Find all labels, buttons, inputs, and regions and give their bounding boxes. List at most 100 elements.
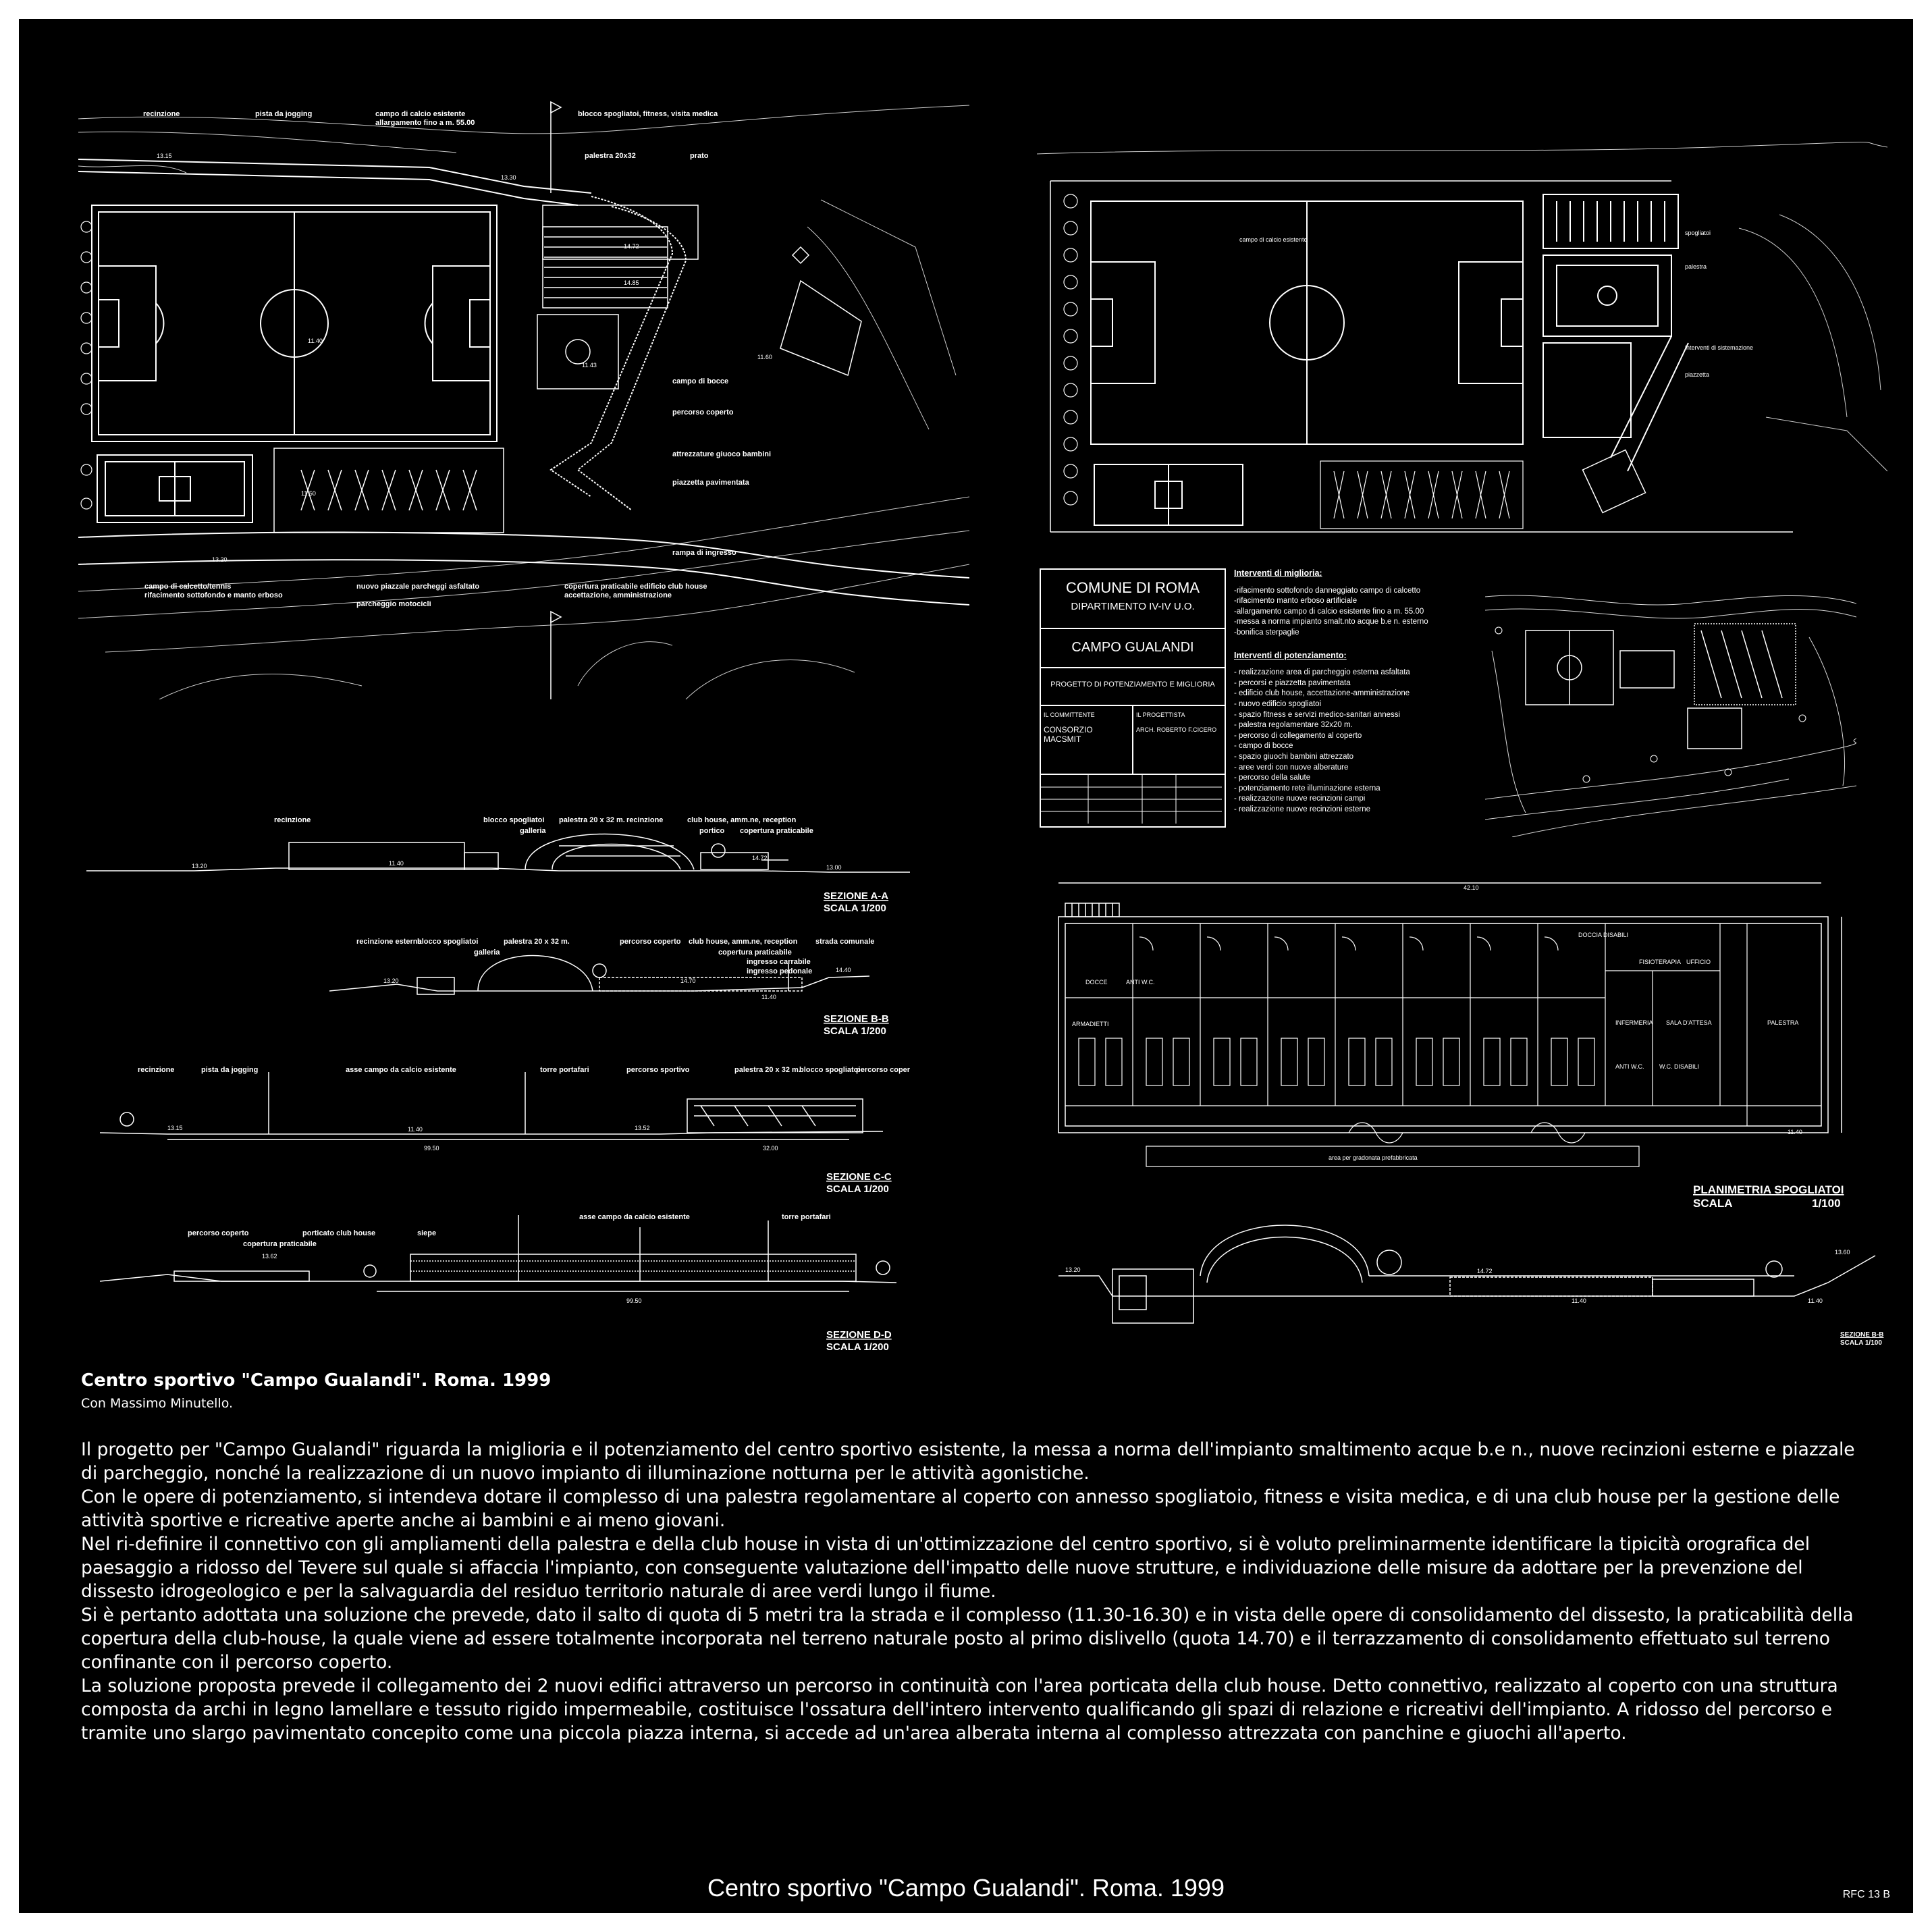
section-height: 13.20 [192,863,207,869]
section-label: porticato club house [302,1229,375,1237]
plan-note: palestra [1685,263,1707,270]
potenziamento-item: - spazio fitness e servizi medico-sanita… [1234,710,1401,719]
section-label: strada comunale [815,938,874,946]
caption-paragraph: Si è pertanto adottata una soluzione che… [81,1605,1854,1673]
site-label: piazzetta pavimentata [672,479,750,487]
miglioria-item: -messa a norma impianto smalt.nto acque … [1234,618,1428,626]
site-label: palestra 20x32 [585,152,636,160]
footer-title: Centro sportivo "Campo Gualandi". Roma. … [707,1874,1225,1902]
potenziamento-item: - realizzazione area di parcheggio ester… [1234,668,1410,677]
section-label: recinzione [138,1066,174,1074]
section-label: recinzione [274,816,311,824]
section-height: 11.40 [408,1126,423,1133]
section-height: 14.72 [1477,1268,1493,1274]
tb-progettista-label: IL PROGETTISTA [1136,712,1185,718]
tb-committente: CONSORZIO MACSMIT [1044,725,1093,744]
potenziamento-item: - percorsi e piazzetta pavimentata [1234,678,1351,687]
site-label: blocco spogliatoi, fitness, visita medic… [578,110,718,118]
locker-plan: 42.10 DOCCE ANTI W.C. ARMADIETTI FISIOTE… [1058,882,1844,1210]
tb-dipartimento: DIPARTIMENTO IV-IV U.O. [1071,601,1195,612]
section-label: palestra 20 x 32 m. [504,938,570,946]
section-title: SEZIONE A-A [824,890,888,902]
miglioria-item: -bonifica sterpaglie [1234,628,1299,637]
potenziamento-item: - aree verdi con nuove alberature [1234,763,1349,772]
potenziamento-item: - percorso di collegamento al coperto [1234,731,1362,740]
title-block: COMUNE DI ROMA DIPARTIMENTO IV-IV U.O. C… [1040,568,1226,828]
section-height: 13.20 [383,977,399,984]
section-label: copertura praticabile [243,1240,317,1248]
locker-room-label: ANTI W.C. [1126,979,1155,986]
section-scale: SCALA 1/200 [824,903,886,914]
locker-scale-value: 1/100 [1812,1197,1841,1210]
miglioria-item: -rifacimento manto erboso artificiale [1234,597,1358,606]
miglioria-item: -rifacimento sottofondo danneggiato camp… [1234,586,1421,595]
section-label: percorso coperto [188,1229,249,1237]
potenziamento-item: - campo di bocce [1234,742,1293,751]
section-bb-right: 13.20 14.72 11.40 13.60 11.40 SEZIONE B-… [1058,1225,1883,1347]
section-height: 13.20 [1065,1266,1081,1273]
spot-height: 14.85 [624,279,639,286]
potenziamento-item: - realizzazione nuove recinzioni esterne [1234,805,1370,813]
tb-progettista: ARCH. ROBERTO F.CICERO [1136,726,1217,733]
section-label: galleria [520,827,546,835]
section-label: torre portafari [540,1066,589,1074]
locker-room-label: ANTI W.C. [1615,1063,1644,1070]
section-height: 13.15 [167,1125,183,1131]
tb-grid [1041,775,1222,824]
spot-height: 11.43 [582,362,597,369]
plan-note: spogliatoi [1685,230,1711,236]
section-height: 14.72 [752,855,768,861]
tb-comune: COMUNE DI ROMA [1066,579,1200,596]
spot-height: 13.30 [501,174,516,181]
caption-paragraph: La soluzione proposta prevede il collega… [81,1675,1838,1744]
section-title: SEZIONE B-B [824,1013,889,1025]
miglioria-title: Interventi di miglioria: [1234,568,1322,578]
section-height: 13.62 [262,1253,277,1260]
interventions-list: Interventi di miglioria: -rifacimento so… [1234,568,1491,815]
site-label: nuovo piazzale parcheggi asfaltato [356,583,479,591]
section-height: 11.40 [761,994,776,1000]
potenziamento-item: - palestra regolamentare 32x20 m. [1234,721,1353,730]
locker-room-label: UFFICIO [1686,959,1711,965]
tb-progetto-tipo: PROGETTO DI POTENZIAMENTO E MIGLIORIA [1050,680,1215,689]
spot-height: 11.60 [757,354,772,360]
section-cc: recinzione pista da jogging asse campo d… [99,1066,910,1193]
site-label: campo di calcetto/tennis [144,583,231,591]
section-label: blocco spogliatoi [483,816,544,824]
section-height: 13.00 [826,864,842,871]
potenziamento-item: - realizzazione nuove recinzioni campi [1234,795,1366,803]
section-label: recinzione esterna [356,938,422,946]
site-label: prato [690,152,709,160]
key-plan [1485,595,1856,837]
section-scale: SCALA 1/200 [826,1341,889,1353]
locker-title: PLANIMETRIA SPOGLIATOI [1693,1183,1844,1196]
section-bb: recinzione esterna blocco spogliatoi pal… [329,938,889,1037]
section-label: torre portafari [782,1213,831,1221]
locker-room-label: ARMADIETTI [1072,1021,1109,1027]
site-label: pista da jogging [255,110,312,118]
section-height: 11.40 [1808,1297,1823,1304]
caption-paragraph: Il progetto per "Campo Gualandi" riguard… [81,1439,1855,1484]
site-label: allargamento fino a m. 55.00 [375,119,475,127]
locker-dim: 42.10 [1464,884,1479,891]
section-title: SEZIONE B-B [1840,1331,1883,1339]
locker-room-label: SALA D'ATTESA [1666,1019,1712,1026]
section-label: percorso coperto [856,1066,910,1074]
section-height: 13.60 [1835,1249,1850,1256]
site-label: parcheggio motocicli [356,600,431,608]
spot-height: 11.50 [301,490,316,497]
site-label: attrezzature giuoco bambini [672,450,771,458]
potenziamento-item: - edificio club house, accettazione-ammi… [1234,689,1410,698]
section-label: palestra 20 x 32 m. [559,816,625,824]
section-scale: SCALA 1/200 [824,1025,886,1037]
section-dd: percorso coperto porticato club house co… [99,1213,897,1353]
section-label: ingresso carrabile [747,958,811,966]
section-dim: 99.50 [626,1297,642,1304]
section-title: SEZIONE C-C [826,1171,892,1183]
potenziamento-item: - spazio giuochi bambini attrezzato [1234,752,1354,761]
potenziamento-item: - nuovo edificio spogliatoi [1234,699,1322,708]
section-aa: recinzione blocco spogliatoi galleria pa… [86,816,910,914]
plan-note: interventi di sistemazione [1685,344,1753,351]
section-label: copertura praticabile [740,827,813,835]
section-label: recinzione [626,816,663,824]
